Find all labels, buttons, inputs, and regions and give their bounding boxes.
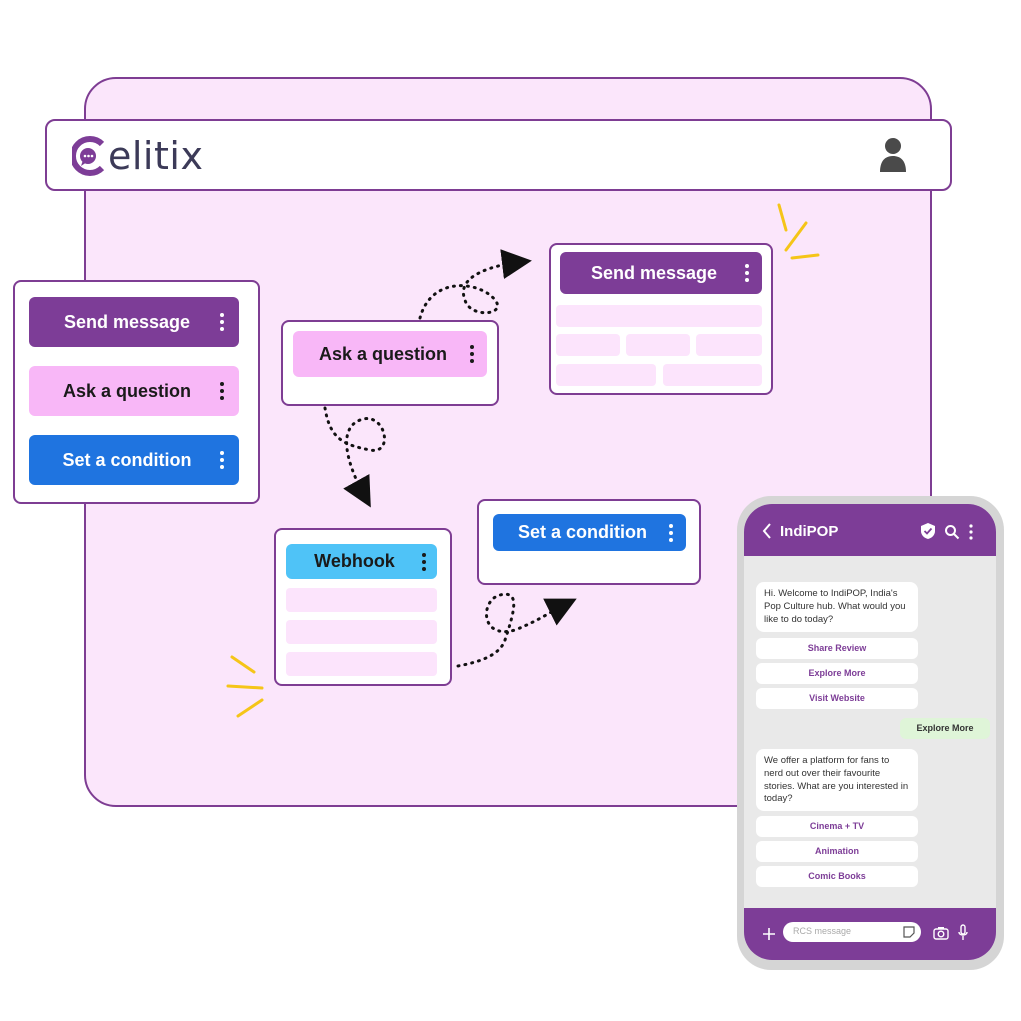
set-condition-header[interactable]: Set a condition	[493, 514, 686, 551]
suggestion-chip[interactable]: Animation	[756, 841, 918, 862]
more-vert-icon[interactable]	[413, 552, 435, 571]
message-input-placeholder: RCS message	[793, 926, 852, 936]
suggestion-chip[interactable]: Cinema + TV	[756, 816, 918, 837]
sparkle-bottom-left	[226, 655, 264, 718]
chat-bubble-logo-icon	[72, 136, 105, 176]
plus-icon[interactable]	[762, 927, 776, 941]
placeholder-row	[286, 620, 437, 644]
chat-contact-name: IndiPOP	[780, 523, 839, 540]
palette-send-message[interactable]: Send message	[29, 297, 239, 347]
message-input[interactable]: RCS message	[783, 922, 921, 942]
webhook-label: Webhook	[314, 551, 395, 571]
palette-set-condition-label: Set a condition	[62, 449, 192, 470]
more-vert-icon[interactable]	[968, 523, 974, 541]
set-condition-label: Set a condition	[517, 522, 647, 542]
placeholder-cell	[556, 364, 656, 386]
palette-ask-question-label: Ask a question	[62, 380, 192, 401]
connector-ask-to-send	[418, 249, 532, 320]
more-vert-icon[interactable]	[461, 345, 483, 363]
phone-screen: IndiPOP Hi. Welcome to IndiPOP, India's …	[744, 504, 996, 960]
suggestion-chip[interactable]: Visit Website	[756, 688, 918, 709]
chat-header: IndiPOP	[744, 504, 996, 556]
outgoing-message: Explore More	[900, 718, 990, 739]
more-vert-icon[interactable]	[211, 313, 233, 331]
more-vert-icon[interactable]	[660, 523, 682, 542]
camera-icon[interactable]	[933, 926, 949, 940]
connector-webhook-to-condition	[456, 592, 577, 668]
placeholder-cell	[696, 334, 762, 356]
ask-question-label: Ask a question	[318, 343, 448, 364]
more-vert-icon[interactable]	[736, 264, 758, 282]
incoming-message: We offer a platform for fans to nerd out…	[756, 749, 918, 811]
user-avatar-icon[interactable]	[878, 136, 908, 174]
palette-ask-question[interactable]: Ask a question	[29, 366, 239, 416]
back-arrow-icon[interactable]	[762, 523, 772, 539]
placeholder-row	[286, 652, 437, 676]
palette-set-condition[interactable]: Set a condition	[29, 435, 239, 485]
search-icon[interactable]	[944, 524, 960, 540]
suggestion-chip[interactable]: Explore More	[756, 663, 918, 684]
placeholder-row	[556, 305, 762, 327]
logo-text: elitix	[108, 134, 204, 178]
webhook-header[interactable]: Webhook	[286, 544, 437, 579]
send-message-label: Send message	[590, 262, 718, 283]
incoming-message: Hi. Welcome to IndiPOP, India's Pop Cult…	[756, 582, 918, 632]
suggestion-chip[interactable]: Comic Books	[756, 866, 918, 887]
ask-question-header[interactable]: Ask a question	[293, 331, 487, 377]
app-header	[45, 119, 952, 191]
chat-input-bar: RCS message	[744, 908, 996, 960]
more-vert-icon[interactable]	[211, 451, 233, 469]
suggestion-chip[interactable]: Share Review	[756, 638, 918, 659]
placeholder-cell	[556, 334, 620, 356]
send-message-header[interactable]: Send message	[560, 252, 762, 294]
placeholder-cell	[663, 364, 762, 386]
sticker-icon[interactable]	[903, 926, 915, 938]
placeholder-row	[286, 588, 437, 612]
palette-send-message-label: Send message	[63, 311, 191, 332]
microphone-icon[interactable]	[958, 924, 968, 941]
connector-ask-to-webhook	[323, 406, 386, 508]
placeholder-cell	[626, 334, 690, 356]
verified-shield-icon	[921, 523, 935, 539]
celitix-logo: elitix	[72, 132, 203, 180]
more-vert-icon[interactable]	[211, 382, 233, 400]
sparkle-top-right	[777, 203, 820, 260]
